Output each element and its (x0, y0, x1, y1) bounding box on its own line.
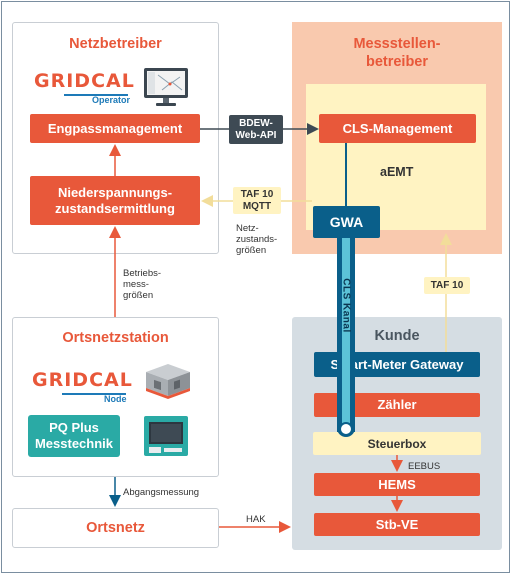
netzzustandsgroessen-label: Netz- zustands- größen (236, 223, 277, 256)
cls-management-box[interactable]: CLS-Management (319, 114, 476, 143)
betriebs-line1: Betriebs- (123, 268, 162, 279)
taf10-mqtt-tag: TAF 10 MQTT (233, 187, 281, 214)
hems-box[interactable]: HEMS (314, 473, 480, 496)
netzbetreiber-title: Netzbetreiber (69, 36, 162, 52)
gridcal-node-underline (62, 393, 126, 395)
betriebs-line3: größen (123, 290, 154, 301)
cls-kanal-end-cap (339, 422, 353, 436)
cls-kanal-inner (342, 238, 350, 428)
gwa-box[interactable]: GWA (313, 206, 380, 238)
nieder-label-line1: Niederspannungs- (57, 184, 173, 200)
taf10-mqtt-line1: TAF 10 (240, 188, 274, 200)
engpassmanagement-box[interactable]: Engpassmanagement (30, 114, 200, 143)
gridcal-logo-sub: Operator (92, 95, 131, 105)
aemt-label: aEMT (380, 165, 414, 179)
steuerbox-box[interactable]: Steuerbox (313, 432, 481, 455)
pq-plus-messtechnik-box[interactable]: PQ Plus Messtechnik (28, 415, 120, 457)
ortsnetz-title: Ortsnetz (86, 520, 145, 536)
netz-line1: Netz- (236, 223, 259, 234)
kunde-title: Kunde (374, 328, 420, 344)
betriebs-line2: mess- (123, 279, 149, 290)
eebus-label: EEBUS (408, 461, 441, 472)
ortsnetz-panel (12, 508, 219, 548)
niederspannungs-zustandsermittlung-box[interactable]: Niederspannungs- zustandsermittlung (30, 176, 200, 225)
ortsnetzstation-title: Ortsnetzstation (62, 330, 169, 346)
hak-label: HAK (246, 514, 266, 525)
gridcal-node-logo: GRIDCAL Node (32, 367, 142, 404)
monitor-icon (144, 68, 188, 106)
aemt-panel (306, 84, 486, 230)
measurement-device-icon (144, 416, 188, 456)
pq-line1: PQ Plus (49, 420, 99, 435)
betriebsmessgroessen-label: Betriebs- mess- größen (123, 268, 161, 301)
netz-line2: zustands- (236, 234, 278, 245)
bdew-line1: BDEW- (239, 117, 273, 129)
gridcal-operator-logo: GRIDCAL Operator (34, 68, 144, 105)
gridcal-node-logo-text: GRIDCAL (32, 369, 133, 391)
mstb-title-line1: Messstellen- (353, 36, 441, 52)
gridcal-node-sub: Node (104, 394, 127, 404)
substation-building-icon (146, 364, 190, 399)
pq-line2: Messtechnik (34, 436, 114, 451)
stb-ve-box[interactable]: Stb-VE (314, 513, 480, 536)
abgangsmessung-label: Abgangsmessung (123, 487, 200, 498)
cls-kanal-label: CLS Kanal (340, 278, 352, 333)
netz-line3: größen (236, 245, 267, 256)
taf10-tag: TAF 10 (424, 277, 470, 294)
gridcal-logo-text: GRIDCAL (34, 70, 135, 92)
mstb-title-line2: betreiber (365, 54, 429, 70)
gridcal-logo-underline (64, 94, 128, 96)
bdew-line2: Web-API (235, 129, 277, 141)
taf10-mqtt-line2: MQTT (242, 200, 272, 212)
nieder-label-line2: zustandsermittlung (55, 200, 175, 216)
bdew-web-api-tag: BDEW- Web-API (229, 115, 283, 144)
messstellenbetreiber-title: Messstellen- betreiber (292, 35, 502, 71)
